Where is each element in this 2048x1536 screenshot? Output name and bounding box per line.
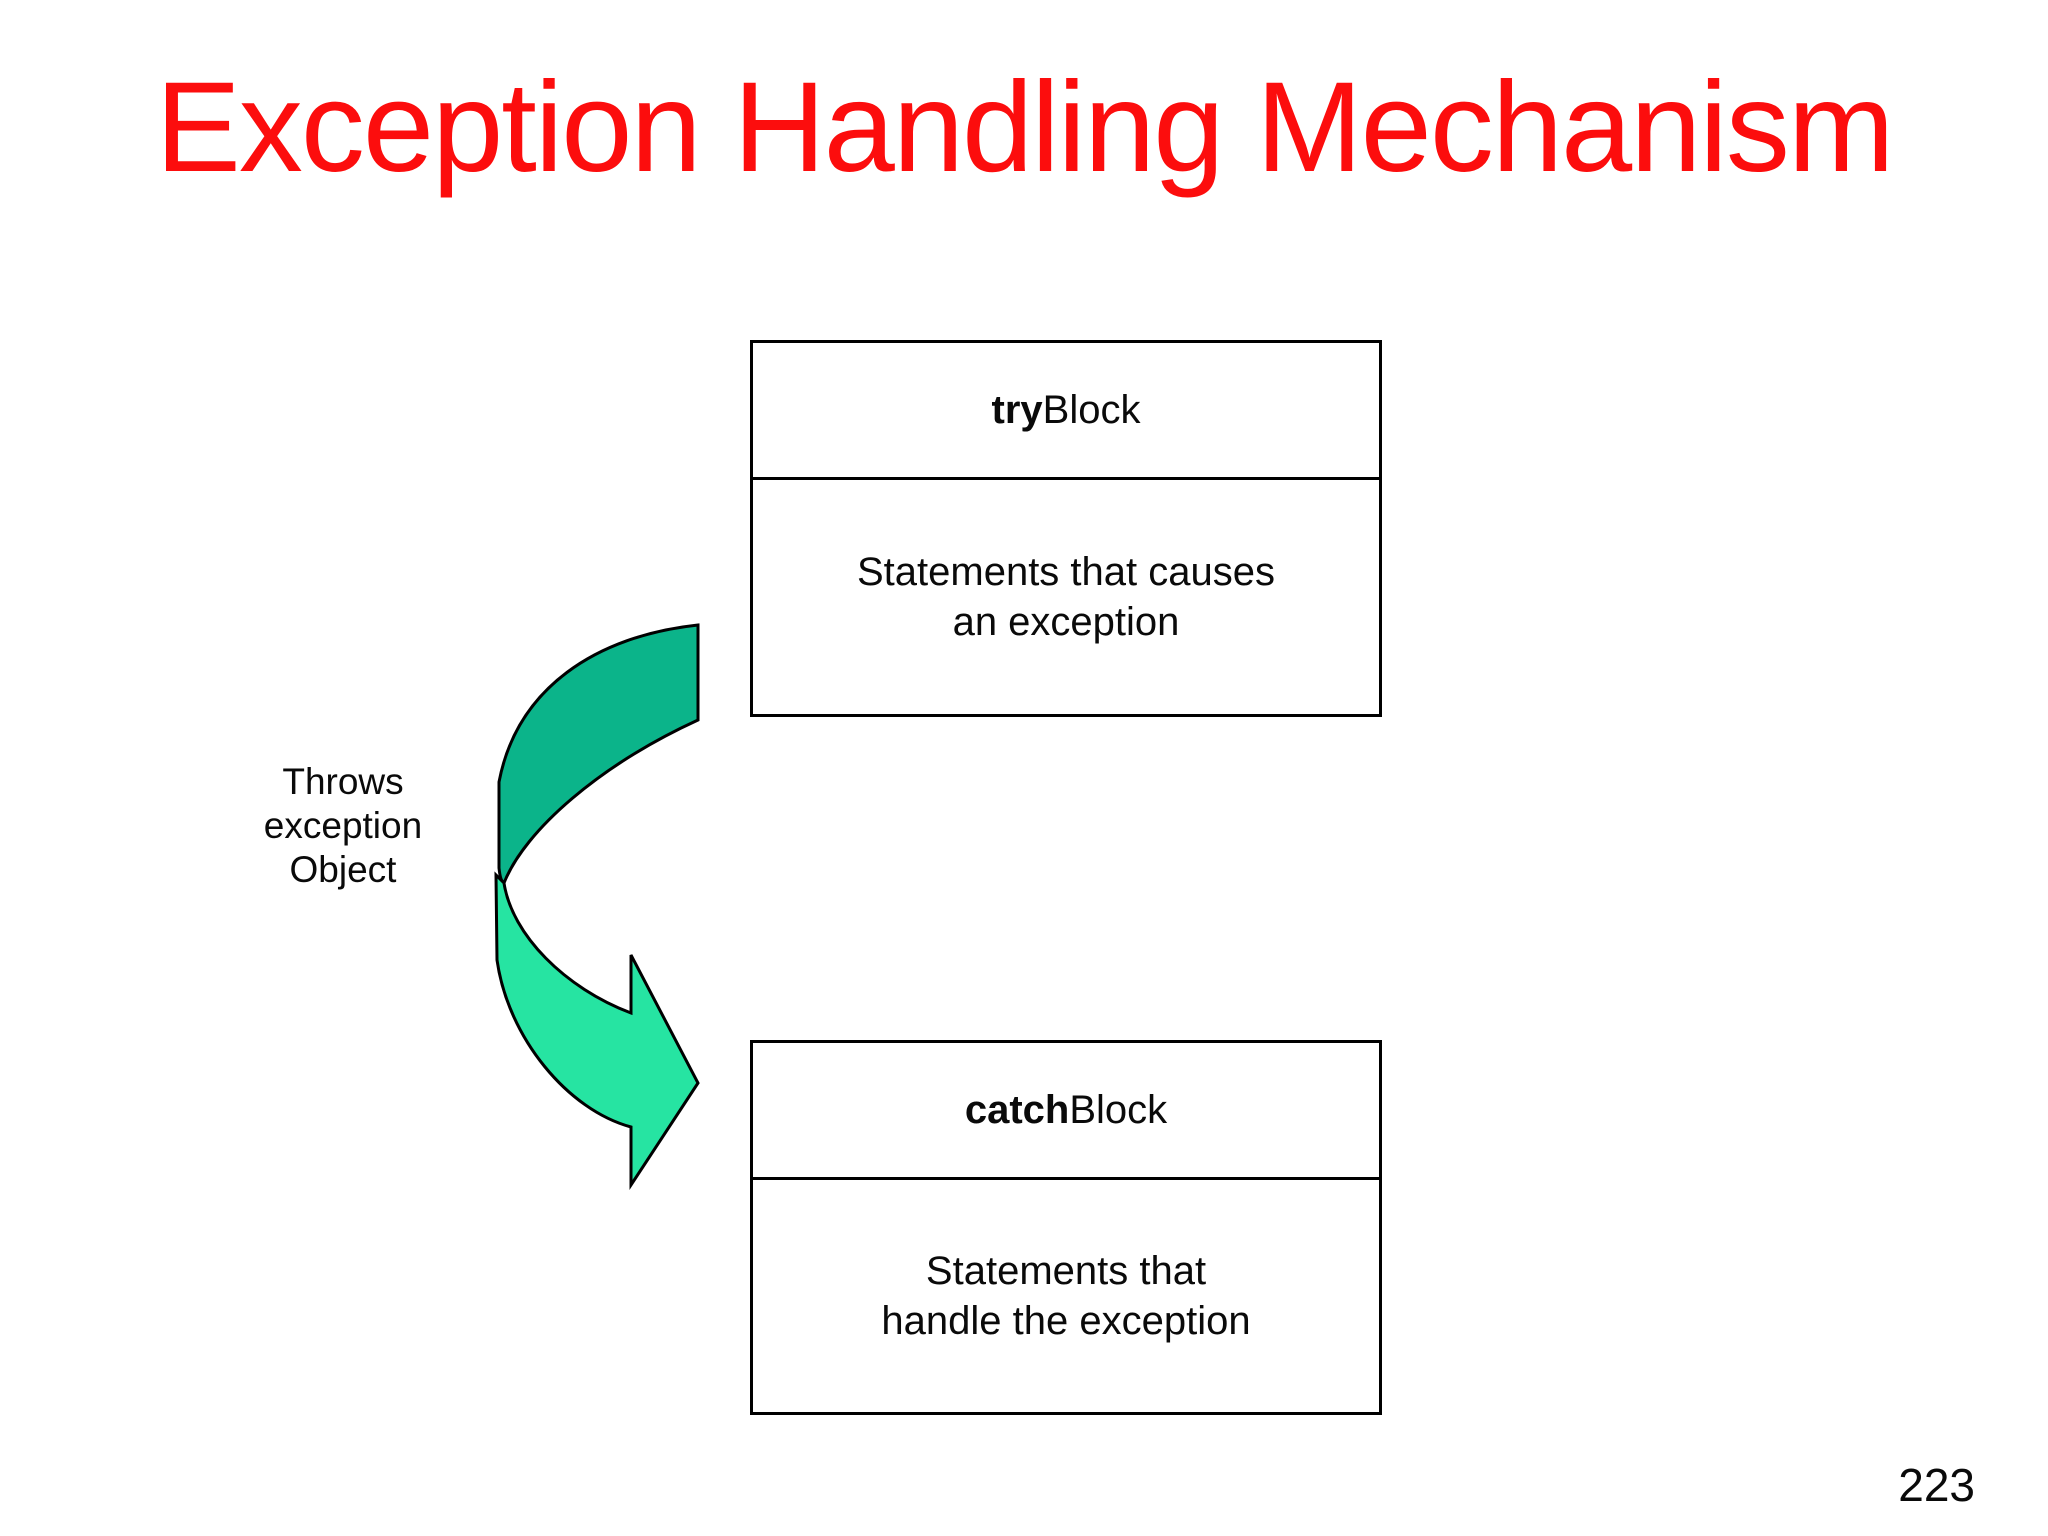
throws-arrow-icon	[494, 623, 700, 1191]
arrow-label-line: Throws	[282, 761, 404, 802]
arrow-label-line: exception	[263, 805, 423, 846]
try-body-line: Statements that causes	[856, 550, 1275, 594]
throws-arrow-lower-band-and-head	[494, 871, 700, 1191]
try-body-line: an exception	[952, 600, 1180, 644]
throws-arrow-upper-band	[497, 623, 700, 886]
arrow-label: Throws exception Object	[223, 760, 463, 892]
slide-title: Exception Handling Mechanism	[155, 56, 1895, 199]
catch-keyword: catch	[964, 1088, 1070, 1132]
try-header-suffix: Block	[1042, 388, 1141, 432]
try-block-header: try Block	[753, 343, 1379, 480]
page-number: 223	[1898, 1459, 1975, 1511]
catch-header-suffix: Block	[1069, 1088, 1168, 1132]
try-block: try Block Statements that causes an exce…	[750, 340, 1382, 717]
catch-body-line: handle the exception	[881, 1299, 1251, 1343]
arrow-label-line: Object	[289, 849, 397, 890]
try-keyword: try	[991, 388, 1043, 432]
catch-body-line: Statements that	[925, 1249, 1207, 1293]
catch-block-body: Statements that handle the exception	[753, 1180, 1379, 1412]
catch-block-header: catch Block	[753, 1043, 1379, 1180]
try-block-body: Statements that causes an exception	[753, 480, 1379, 714]
catch-block: catch Block Statements that handle the e…	[750, 1040, 1382, 1415]
